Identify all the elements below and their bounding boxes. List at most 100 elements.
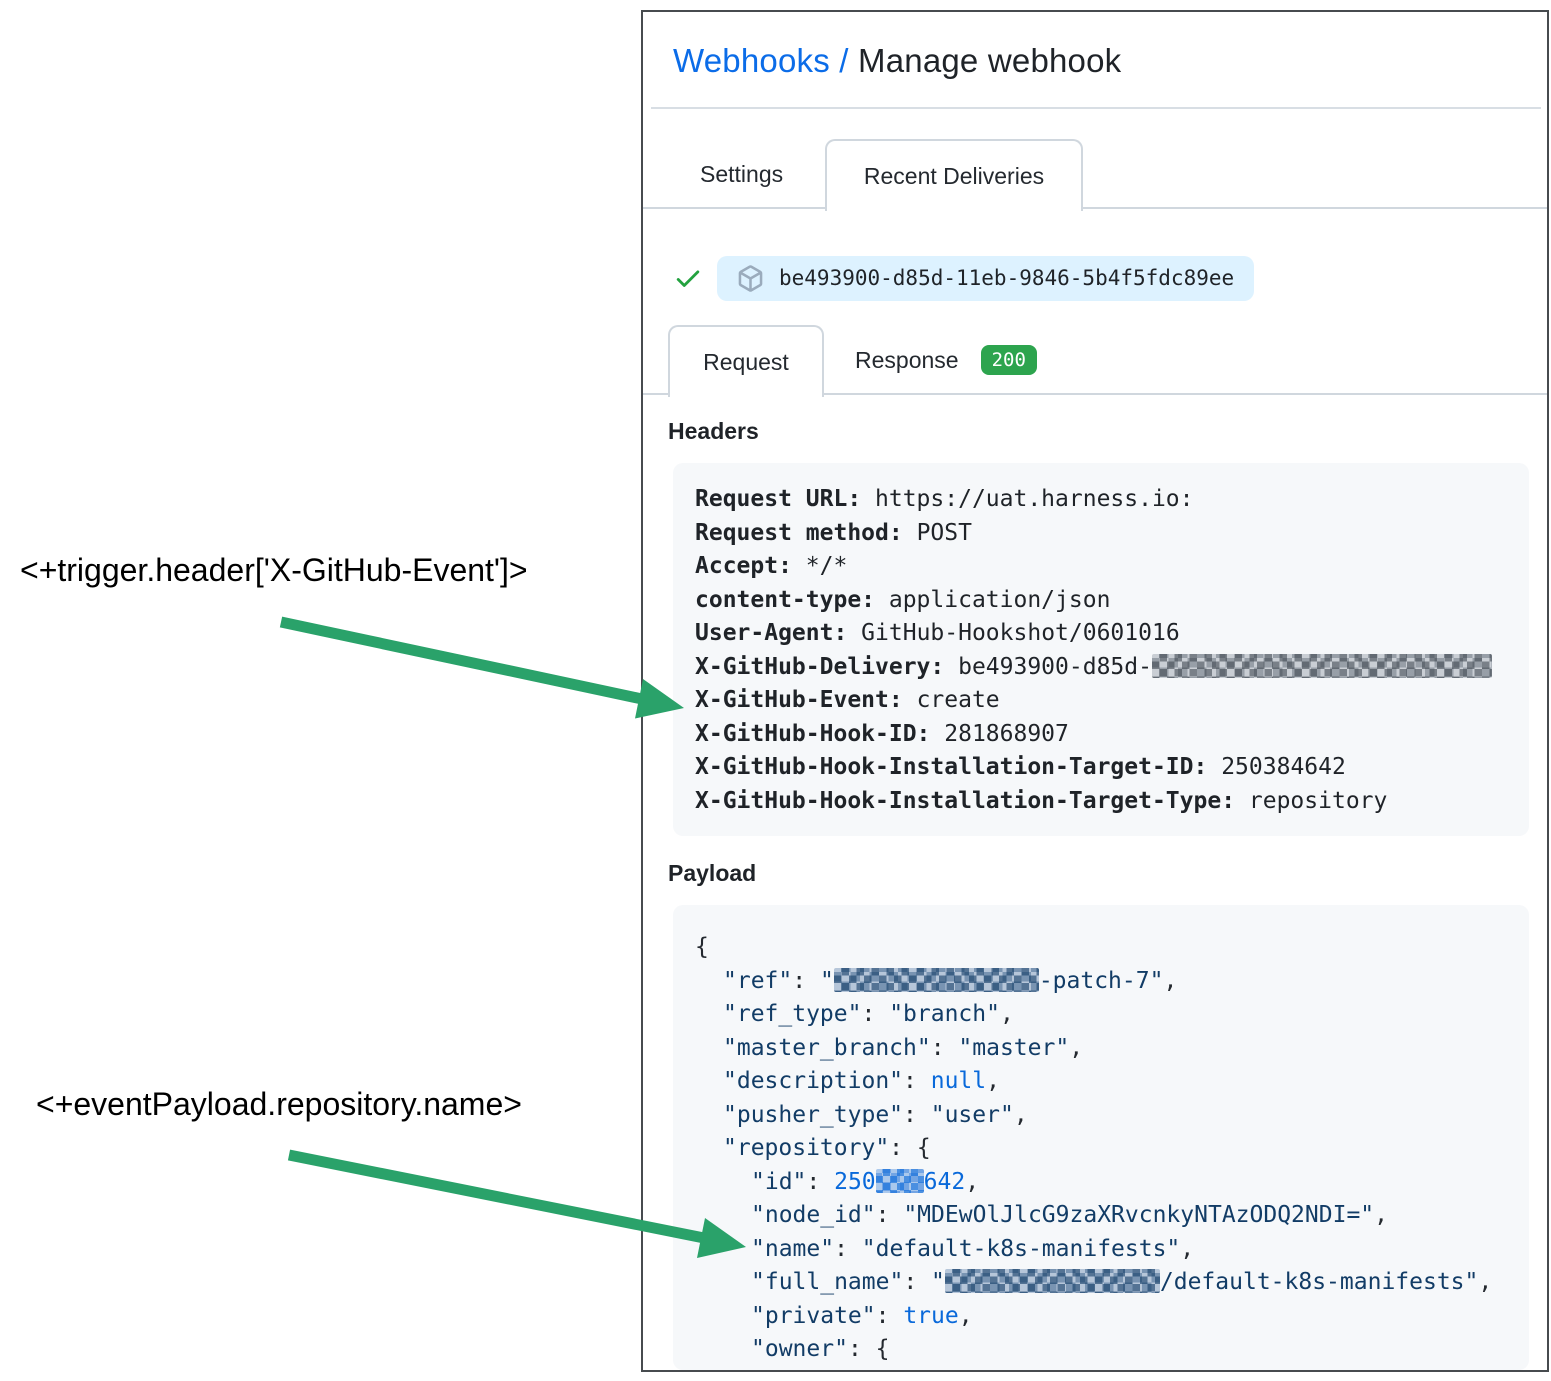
header-line: X-GitHub-Hook-Installation-Target-Type: … bbox=[695, 785, 1507, 819]
payload-token: "pusher_type" bbox=[723, 1101, 904, 1128]
header-key: X-GitHub-Hook-Installation-Target-Type: bbox=[695, 787, 1236, 814]
title-divider bbox=[651, 107, 1541, 109]
payload-token: "MDEwOlJlcG9zaXRvcnkyNTAzODQ2NDI=" bbox=[903, 1202, 1375, 1228]
payload-token: : { bbox=[847, 1336, 890, 1362]
page-title: Manage webhook bbox=[858, 42, 1122, 79]
payload-token: "ref_type" bbox=[723, 1001, 862, 1027]
payload-token: : bbox=[861, 1001, 890, 1027]
payload-token: null bbox=[930, 1068, 987, 1094]
header-value: POST bbox=[902, 519, 972, 546]
payload-line: "ref": "-patch-7", bbox=[695, 965, 1507, 999]
payload-token: "description" bbox=[723, 1068, 904, 1094]
tab-recent-deliveries[interactable]: Recent Deliveries bbox=[825, 139, 1083, 211]
payload-token: { bbox=[695, 934, 709, 960]
payload-token: : bbox=[903, 1068, 931, 1094]
payload-box: { "ref": "-patch-7","ref_type": "branch",… bbox=[673, 905, 1529, 1370]
payload-line: "private": true, bbox=[695, 1300, 1507, 1334]
header-key: X-GitHub-Hook-ID: bbox=[695, 720, 931, 747]
header-line: content-type: application/json bbox=[695, 584, 1507, 618]
payload-token: -patch-7" bbox=[1038, 967, 1164, 994]
payload-token: : bbox=[875, 1302, 904, 1329]
header-key: Request URL: bbox=[695, 486, 862, 512]
payload-token: 250 bbox=[834, 1168, 876, 1195]
payload-line: "master_branch": "master", bbox=[695, 1032, 1507, 1066]
header-value: be493900-d85d- bbox=[944, 653, 1152, 680]
payload-line: "ref_type": "branch", bbox=[695, 998, 1507, 1032]
delivery-id: be493900-d85d-11eb-9846-5b4f5fdc89ee bbox=[779, 266, 1235, 290]
annotation-event-payload: <+eventPayload.repository.name> bbox=[36, 1086, 522, 1122]
header-line: User-Agent: GitHub-Hookshot/0601016 bbox=[695, 617, 1507, 651]
annotation-trigger-header: <+trigger.header['X-GitHub-Event']> bbox=[20, 552, 528, 588]
header-line: X-GitHub-Event: create bbox=[695, 684, 1507, 718]
request-response-tabnav: Request Response 200 bbox=[643, 325, 1547, 397]
header-key: X-GitHub-Hook-Installation-Target-ID: bbox=[695, 754, 1208, 780]
response-label: Response bbox=[855, 346, 959, 373]
redacted-text bbox=[1151, 653, 1492, 678]
delivery-id-pill[interactable]: be493900-d85d-11eb-9846-5b4f5fdc89ee bbox=[717, 255, 1255, 301]
payload-lines: { "ref": "-patch-7","ref_type": "branch",… bbox=[695, 931, 1507, 1367]
check-icon bbox=[676, 270, 700, 287]
payload-line: { bbox=[695, 931, 1507, 965]
response-status-badge: 200 bbox=[980, 345, 1037, 375]
payload-token: "default-k8s-manifests" bbox=[861, 1235, 1181, 1262]
payload-token: : bbox=[792, 967, 820, 994]
payload-line: "owner": { bbox=[695, 1333, 1507, 1367]
manage-webhook-panel: Webhooks / Manage webhook Settings Recen… bbox=[641, 10, 1549, 1372]
payload-line: "node_id": "MDEwOlJlcG9zaXRvcnkyNTAzODQ2… bbox=[695, 1199, 1507, 1233]
payload-line: "name": "default-k8s-manifests", bbox=[695, 1233, 1507, 1267]
redacted-text bbox=[833, 967, 1039, 992]
package-icon bbox=[738, 264, 763, 292]
payload-line: "repository": { bbox=[695, 1132, 1507, 1166]
header-value: 281868907 bbox=[930, 720, 1069, 747]
payload-token: , bbox=[1013, 1101, 1028, 1128]
header-line: Request URL: https://uat.harness.io: bbox=[695, 483, 1507, 517]
breadcrumb: Webhooks / Manage webhook bbox=[673, 42, 1121, 80]
payload-token: , bbox=[999, 1001, 1014, 1027]
payload-token: , bbox=[1069, 1034, 1084, 1061]
header-line: X-GitHub-Delivery: be493900-d85d- bbox=[695, 651, 1507, 685]
payload-token: "private" bbox=[751, 1302, 876, 1329]
payload-token: "full_name" bbox=[751, 1269, 904, 1295]
tab-response[interactable]: Response 200 bbox=[855, 325, 1037, 395]
delivery-row: be493900-d85d-11eb-9846-5b4f5fdc89ee bbox=[673, 255, 1255, 301]
payload-token: 642 bbox=[923, 1168, 966, 1195]
header-value: */* bbox=[791, 553, 848, 579]
payload-token: "user" bbox=[930, 1101, 1014, 1128]
header-line: X-GitHub-Hook-ID: 281868907 bbox=[695, 718, 1507, 752]
header-value: repository bbox=[1235, 787, 1388, 814]
redacted-text bbox=[944, 1269, 1160, 1293]
header-key: X-GitHub-Delivery: bbox=[695, 653, 945, 680]
redacted-text bbox=[875, 1168, 924, 1193]
payload-token: : bbox=[875, 1202, 904, 1228]
payload-token: "name" bbox=[751, 1235, 835, 1262]
payload-token: , bbox=[965, 1168, 980, 1195]
header-value: 250384642 bbox=[1207, 754, 1346, 780]
header-value: https://uat.harness.io: bbox=[861, 486, 1194, 512]
tab-settings[interactable]: Settings bbox=[700, 160, 784, 187]
payload-token: : bbox=[903, 1269, 932, 1295]
webhook-tabnav: Settings Recent Deliveries bbox=[643, 139, 1547, 211]
payload-line: "full_name": "/default-k8s-manifests", bbox=[695, 1266, 1507, 1300]
tab-request[interactable]: Request bbox=[668, 325, 824, 397]
payload-token: , bbox=[1180, 1235, 1195, 1262]
headers-lines: Request URL: https://uat.harness.io:Requ… bbox=[695, 483, 1507, 818]
arrow-to-x-github-event bbox=[279, 616, 684, 719]
payload-line: "pusher_type": "user", bbox=[695, 1099, 1507, 1133]
payload-token: " bbox=[931, 1269, 945, 1295]
payload-token: "master" bbox=[958, 1034, 1070, 1061]
payload-token: : bbox=[806, 1168, 835, 1195]
header-value: GitHub-Hookshot/0601016 bbox=[847, 620, 1180, 646]
payload-token: /default-k8s-manifests" bbox=[1159, 1269, 1479, 1295]
payload-token: "owner" bbox=[751, 1336, 848, 1362]
header-key: content-type: bbox=[695, 586, 876, 613]
header-value: create bbox=[902, 687, 1000, 713]
header-line: Request method: POST bbox=[695, 517, 1507, 551]
payload-line: "description": null, bbox=[695, 1065, 1507, 1099]
header-line: X-GitHub-Hook-Installation-Target-ID: 25… bbox=[695, 751, 1507, 785]
webhooks-link[interactable]: Webhooks bbox=[673, 42, 830, 79]
payload-token: "repository" bbox=[723, 1135, 890, 1161]
payload-token: , bbox=[1163, 967, 1178, 994]
payload-token: : { bbox=[889, 1135, 931, 1161]
header-value: application/json bbox=[875, 586, 1111, 613]
